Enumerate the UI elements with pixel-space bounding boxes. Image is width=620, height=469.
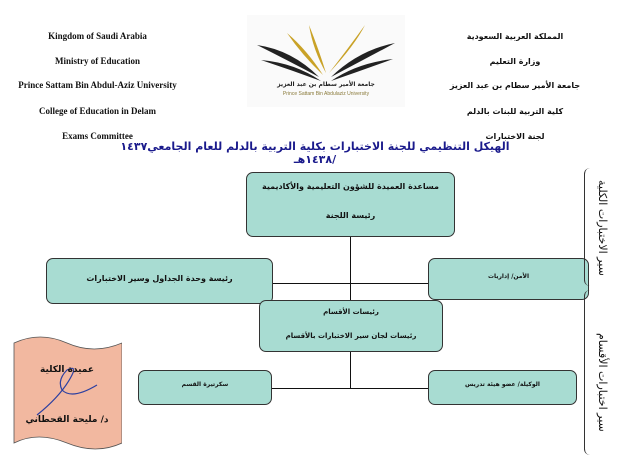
stamp-title: عميدة الكلية	[39, 365, 94, 375]
university-logo: جامعة الأمير سطام بن عبد العزيز Prince S…	[247, 15, 405, 107]
org-box-committee-head: مساعدة العميدة للشؤون التعليمية والأكادي…	[246, 172, 455, 237]
org-box-title: مساعدة العميدة للشؤون التعليمية والأكادي…	[262, 182, 439, 191]
connector-line	[350, 352, 351, 388]
brace	[584, 168, 591, 286]
book-logo-icon	[257, 25, 395, 81]
page-title: الهيكل التنظيمي للجنة الاختبارات بكلية ا…	[120, 140, 510, 166]
header-en-line: Prince Sattam Bin Abdul-Aziz University	[18, 80, 177, 90]
brace	[584, 290, 591, 455]
org-box-subtitle: رئيسات لجان سير الاختبارات بالأقسام	[285, 332, 417, 340]
connector-line	[350, 237, 351, 300]
org-box-title: رئيسات الأقسام	[323, 308, 379, 316]
header-ar-line: كلية التربية للبنات بالدلم	[466, 107, 564, 116]
header-en-line: College of Education in Delam	[39, 106, 156, 116]
header-en-line: Kingdom of Saudi Arabia	[48, 31, 147, 41]
connector-line	[272, 388, 428, 389]
logo-text-en: Prince Sattam Bin Abdulaziz University	[282, 91, 370, 97]
header-ar-line: لجنة الاختبارات	[485, 132, 545, 141]
logo-text-ar: جامعة الأمير سطام بن عبد العزيز	[277, 81, 375, 88]
stamp-name: د/ مليحة القحطاني	[25, 415, 109, 425]
scroll-paper-icon	[13, 336, 123, 450]
dean-signature-stamp: عميدة الكلية د/ مليحة القحطاني	[12, 335, 123, 455]
org-box-subtitle: رئيسة اللجنة	[325, 211, 376, 220]
side-label: سير اختبارات الأقسام	[596, 333, 609, 432]
header-ar-line: جامعة الأمير سطام بن عبد العزيز	[449, 81, 581, 90]
org-box-security: الأمن/ إداريات	[428, 258, 589, 300]
org-box-vice-dean: الوكيلة/ عضو هيئة تدريس	[428, 370, 577, 405]
signature-icon	[36, 367, 98, 416]
header-en-line: Ministry of Education	[54, 56, 140, 66]
org-box-schedules-unit: رئيسة وحدة الجداول وسير الاختبارات	[46, 258, 273, 304]
org-box-secretary: سكرتيرة القسم	[138, 370, 272, 405]
header-ar-line: وزارة التعليم	[489, 57, 541, 66]
connector-line	[273, 283, 428, 284]
header-en-line: Exams Committee	[62, 131, 133, 141]
header-ar-line: المملكة العربية السعودية	[466, 32, 564, 41]
side-label: سير الاختبارات الكلية	[596, 180, 609, 276]
org-box-department-heads: رئيسات الأقسام رئيسات لجان سير الاختبارا…	[259, 300, 443, 352]
